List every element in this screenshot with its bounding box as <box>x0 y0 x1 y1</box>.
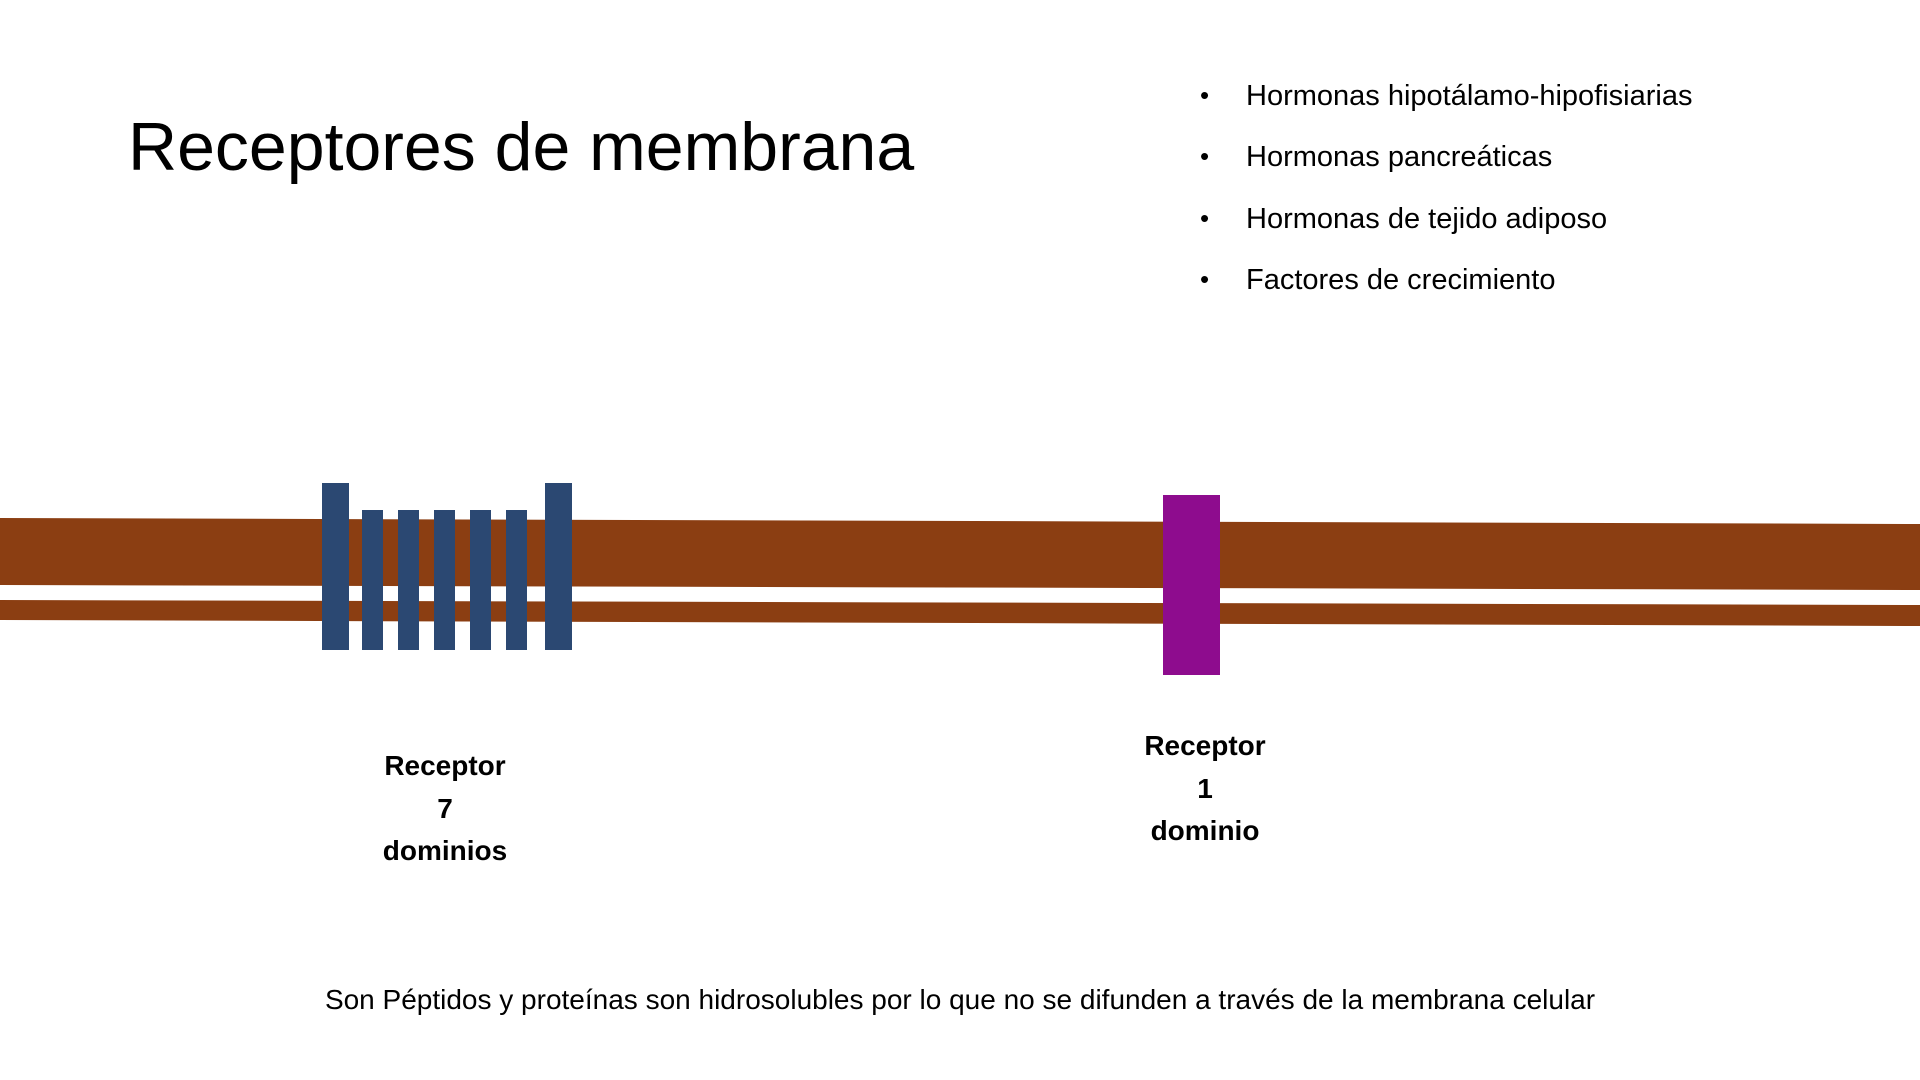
receptor-7-domain-6 <box>506 510 527 650</box>
receptor-7-domain-3 <box>398 510 419 650</box>
receptor-7-label-line2: 7 <box>437 792 453 824</box>
list-item-label: Hormonas de tejido adiposo <box>1246 202 1608 235</box>
receptor-1-domain <box>1163 495 1220 675</box>
bullet-dot-icon: • <box>1200 141 1210 172</box>
footer-note: Son Péptidos y proteínas son hidrosolubl… <box>324 984 1596 1015</box>
page-title: Receptores de membrana <box>128 109 915 185</box>
bullet-dot-icon: • <box>1200 80 1210 110</box>
list-item: • Factores de crecimiento <box>1200 262 1900 298</box>
receptor-1-label: Receptor 1 dominio <box>1080 725 1330 853</box>
receptor-7-label-line1: Receptor <box>384 750 506 781</box>
receptor-7-label-line3: dominios <box>382 835 508 867</box>
receptor-7-label: Receptor 7 dominios <box>330 745 560 873</box>
receptor-1-label-line3: dominio <box>1150 815 1260 847</box>
list-item: • Hormonas hipotálamo-hipofisiarias <box>1200 78 1900 114</box>
receptor-7-domain-2 <box>362 510 383 650</box>
list-item: • Hormonas pancreáticas <box>1200 139 1900 175</box>
membrane-lower-band <box>0 600 1920 626</box>
list-item: • Hormonas de tejido adiposo <box>1200 201 1900 237</box>
receptor-7-domains <box>322 483 572 650</box>
bullet-dot-icon: • <box>1200 263 1210 294</box>
receptor-1-domain-1 <box>1163 495 1220 675</box>
receptor-1-label-line2: 1 <box>1197 772 1213 804</box>
receptor-7-domain-5 <box>470 510 491 650</box>
receptor-1-label-line1: Receptor <box>1144 730 1266 761</box>
receptor-7-domain-7 <box>545 483 572 650</box>
bullet-dot-icon: • <box>1200 202 1210 233</box>
receptor-7-domain-1 <box>322 483 349 650</box>
list-item-label: Hormonas pancreáticas <box>1246 141 1553 174</box>
list-item-label: Factores de crecimiento <box>1246 263 1556 296</box>
membrane-upper-band <box>0 518 1920 590</box>
list-item-label: Hormonas hipotálamo-hipofisiarias <box>1246 80 1693 112</box>
bullet-list: • Hormonas hipotálamo-hipofisiarias • Ho… <box>1200 78 1900 323</box>
receptor-7-domain-4 <box>434 510 455 650</box>
